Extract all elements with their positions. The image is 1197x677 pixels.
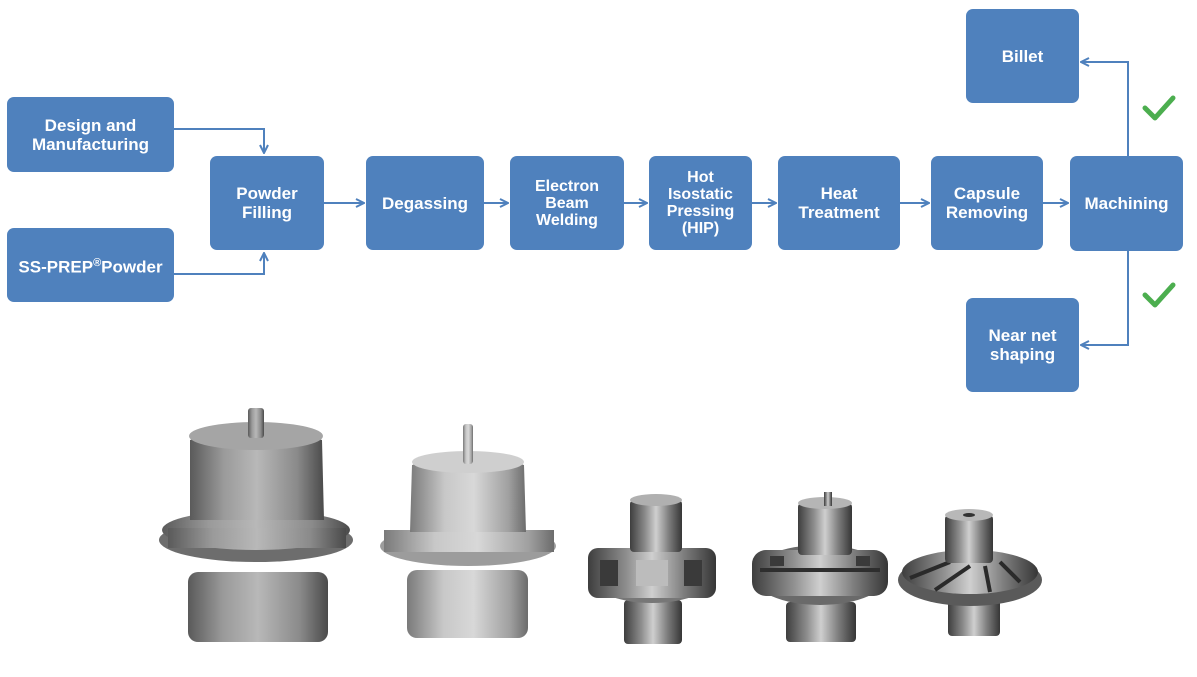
ebw-line-3: Welding xyxy=(536,211,598,229)
arrow-machining-to-nns xyxy=(1081,251,1129,345)
hip-line-3: Pressing xyxy=(666,203,735,220)
machined-part-3 xyxy=(588,494,716,644)
hip-line-2: Isostatic xyxy=(668,186,733,203)
degassing-label: Degassing xyxy=(382,193,468,213)
ss-prep-powder-box: SS-PREP®Powder xyxy=(7,228,174,302)
filling-line-2: Filling xyxy=(241,203,293,222)
billet-box: Billet xyxy=(966,9,1079,103)
heat-line-2: Treatment xyxy=(798,203,880,222)
ebw-line-2: Beam xyxy=(545,194,589,212)
machined-part-5 xyxy=(898,509,1042,636)
capsule-line-2: Removing xyxy=(945,203,1029,222)
arrow-powder-to-filling xyxy=(174,253,264,275)
powder-word: Powder xyxy=(101,257,163,277)
hip-line-4: (HIP) xyxy=(681,220,720,237)
hip-line-1: Hot xyxy=(687,169,714,186)
degassing-box: Degassing xyxy=(366,156,484,250)
heat-line-1: Heat xyxy=(820,184,858,203)
capsule-part-2 xyxy=(380,424,556,638)
registered-mark: ® xyxy=(93,256,102,269)
design-line-2: Manufacturing xyxy=(31,134,150,154)
capsule-part-1 xyxy=(159,408,353,642)
capsule-line-1: Capsule xyxy=(953,184,1021,203)
filling-line-1: Powder xyxy=(236,184,298,203)
powder-brand: SS-PREP xyxy=(18,257,94,277)
nns-line-2: shaping xyxy=(989,345,1056,364)
machining-box: Machining xyxy=(1070,156,1183,251)
machined-part-4 xyxy=(752,492,888,642)
billet-label: Billet xyxy=(1001,46,1044,66)
arrow-design-to-filling xyxy=(174,128,264,153)
ebw-line-1: Electron xyxy=(534,177,599,195)
design-line-1: Design and xyxy=(44,115,137,135)
arrow-machining-to-billet xyxy=(1081,62,1129,156)
nns-line-1: Near net xyxy=(988,326,1057,345)
machining-label: Machining xyxy=(1084,194,1169,213)
